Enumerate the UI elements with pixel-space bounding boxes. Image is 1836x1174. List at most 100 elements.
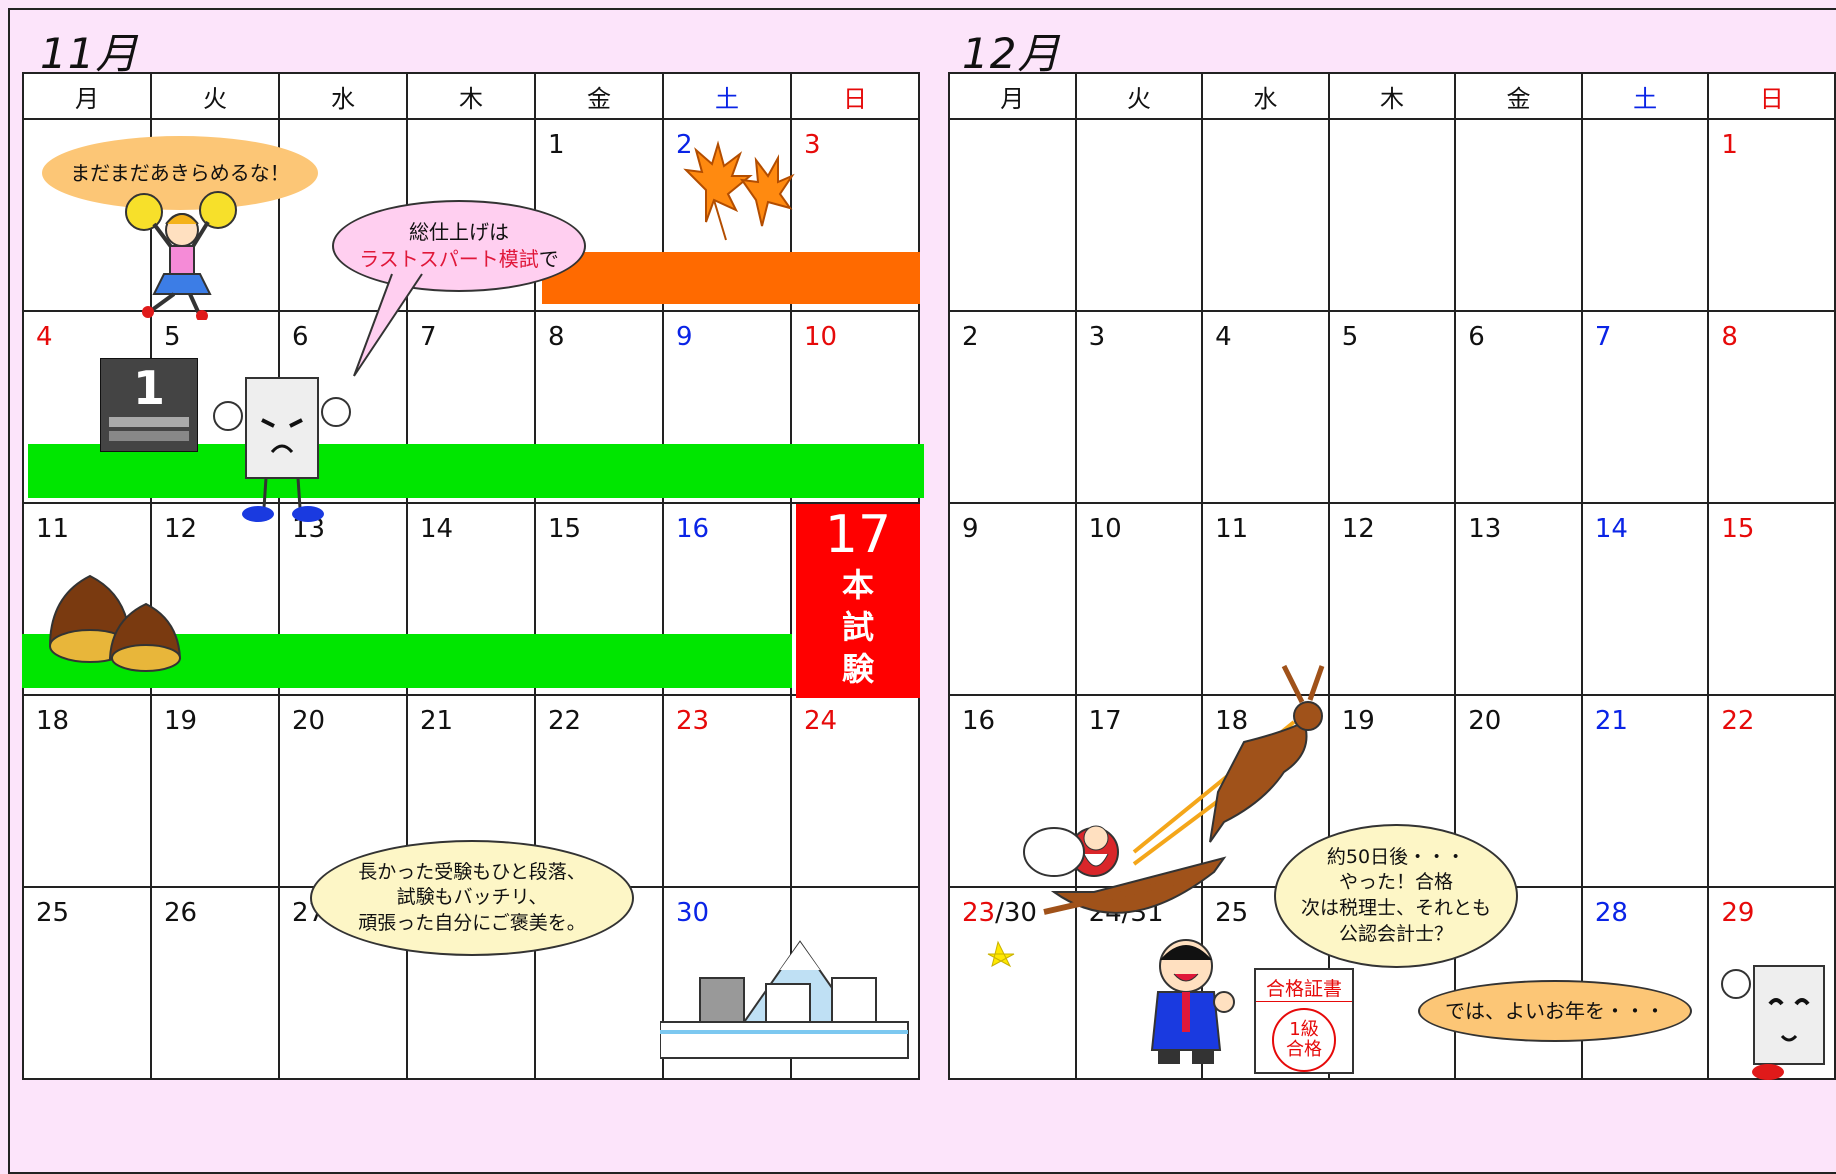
lastspurt-period-bar [542,252,920,304]
nov-day-number: 1 [548,130,565,160]
exam-label-1: 本 [841,566,874,604]
dec-day-number: 11 [1215,514,1249,544]
dec-day-cell[interactable]: 8 [1707,310,1836,504]
dec-day-cell[interactable] [1327,118,1457,312]
stamp-line1: 1級 [1289,1019,1319,1040]
dec-day-cell[interactable] [1454,118,1583,312]
weekday-5: 金 [534,72,664,120]
hot-spring-illustration [660,940,909,1059]
nov-day-number: 11 [36,514,70,544]
santa-sleigh-illustration [987,664,1325,968]
dec-day-number: 19 [1341,706,1375,736]
dec-day-cell[interactable]: 9 [948,502,1077,696]
weekday-3: 水 [278,72,408,120]
lastspurt-highlight: ラストスパート模試 [359,247,539,271]
dec-day-cell[interactable] [1201,118,1330,312]
weekday-1: 月 [22,72,152,120]
nov-day-number: 9 [676,322,693,352]
businessman-illustration [1150,939,1235,1064]
exam-day-cell: 17 本 試 験 [796,504,920,698]
nov-day-number: 5 [164,322,181,352]
certificate-title: 合格証書 [1256,974,1352,1002]
weekday-4: 木 [1327,72,1457,120]
answer-sheet-mascot [213,377,351,522]
waving-mascot [1721,965,1825,1080]
dec-day-cell[interactable]: 15 [1707,502,1836,696]
dec-day-number: 17 [1088,706,1122,736]
nov-day-cell[interactable]: 25 [22,886,152,1080]
nov-day-number: 15 [548,514,582,544]
dec-day-cell[interactable]: 13 [1454,502,1583,696]
dec-day-number: 7 [1594,322,1612,352]
dec-day-number: 29 [1721,898,1755,928]
dec-day-cell[interactable] [1074,118,1204,312]
dec-day-cell[interactable]: 21 [1580,694,1710,888]
dec-day-number: 3 [1088,322,1106,352]
reward-line1: 長かった受験もひと段落、 [358,860,586,883]
dec-day-cell[interactable]: 11 [1201,502,1330,696]
december-title: 12月 [962,29,1061,78]
dec-day-number: 28 [1594,898,1628,928]
lastspurt-tail: で [538,247,559,271]
dec-day-number: 10 [1088,514,1122,544]
nov-day-number: 3 [804,130,821,160]
weekday-header: 月火水木金土日 [948,72,1836,120]
dec-week-row: 1 [948,118,1836,312]
dec-day-number: 5 [1341,322,1359,352]
pass-certificate: 合格証書 1級 合格 [1254,968,1354,1074]
dec-day-cell[interactable]: 7 [1580,310,1710,504]
dec-day-cell[interactable]: 4 [1201,310,1330,504]
lastspurt-speech-bubble: 総仕上げは ラストスパート模試で [332,200,586,292]
nov-day-number: 7 [420,322,437,352]
dec-day-cell[interactable]: 23/30 [948,886,1077,1080]
dec-day-number: 12 [1341,514,1375,544]
dec-day-cell[interactable]: 10 [1074,502,1204,696]
weekday-2: 火 [150,72,280,120]
dec-day-number: 15 [1721,514,1755,544]
nov-day-number: 21 [420,706,454,736]
november-title: 11月 [40,29,139,78]
dec-day-number: 2 [962,322,979,352]
dec-day-number: 6 [1468,322,1485,352]
nov-day-cell[interactable]: 19 [150,694,280,888]
dec-day-number: 18 [1215,706,1249,736]
maple-leaves-illustration [683,140,795,241]
dec-day-cell[interactable]: 5 [1327,310,1457,504]
nov-day-number: 16 [676,514,710,544]
nov-day-cell[interactable]: 23 [662,694,792,888]
nov-day-cell[interactable]: 22 [534,694,664,888]
dec-day-number: 8 [1721,322,1738,352]
dec-day-cell[interactable]: 2 [948,310,1077,504]
dec-day-cell[interactable]: 6 [1454,310,1583,504]
dec-day-cell[interactable]: 17 [1074,694,1204,888]
lastspurt-line1: 総仕上げは [409,220,509,244]
dec-day-number: 21 [1594,706,1628,736]
weekday-7: 日 [790,72,920,120]
nov-day-number: 22 [548,706,582,736]
pass-line4: 公認会計士？ [1338,922,1453,945]
nov-day-number: 23 [676,706,710,736]
dec-day-cell[interactable]: 12 [1327,502,1457,696]
dec-day-cell[interactable] [948,118,1077,312]
nov-day-number: 18 [36,706,70,736]
weekday-6: 土 [662,72,792,120]
dec-day-cell[interactable] [1580,118,1710,312]
nov-day-cell[interactable]: 24 [790,694,920,888]
cheer-text: まだまだあきらめるな！ [70,160,290,185]
nov-day-cell[interactable]: 18 [22,694,152,888]
dec-day-cell[interactable]: 22 [1707,694,1836,888]
dec-day-cell[interactable]: 14 [1580,502,1710,696]
reward-line3: 頑張った自分にご褒美を。 [358,911,586,934]
dec-day-number: 22 [1721,706,1755,736]
weekday-2: 火 [1074,72,1204,120]
weekday-4: 木 [406,72,536,120]
dec-day-cell[interactable]: 3 [1074,310,1204,504]
exam-label-3: 験 [841,650,874,688]
nov-day-number: 25 [36,898,70,928]
nov-day-number: 14 [420,514,454,544]
dec-day-cell[interactable]: 1 [1707,118,1836,312]
dec-day-number: 16 [962,706,996,736]
nov-day-cell[interactable]: 26 [150,886,280,1080]
